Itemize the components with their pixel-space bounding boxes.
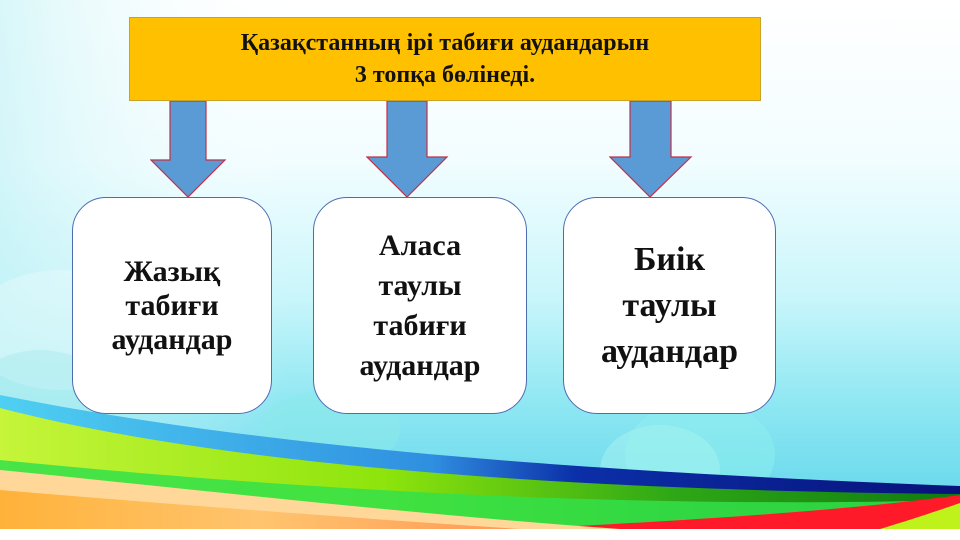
category-box-plain: Жазық табиғи аудандар: [72, 197, 272, 414]
box-line: таулы: [622, 286, 717, 324]
title-banner: Қазақстанның ірі табиғи аудандарын 3 топ…: [129, 17, 761, 101]
box-line: аудандар: [600, 332, 739, 370]
box-line: Аласа: [378, 228, 462, 262]
title-line-1: Қазақстанның ірі табиғи аудандарын: [240, 30, 650, 56]
box-line: аудандар: [359, 348, 481, 382]
down-arrow-icon: [366, 101, 449, 198]
category-box-low-mountain: Аласа таулы табиғи аудандар: [313, 197, 527, 414]
box-line: Жазық: [123, 254, 221, 288]
box-line: табиғи: [373, 308, 467, 342]
down-arrow-icon: [150, 101, 227, 198]
box-line: аудандар: [111, 322, 233, 356]
box-line: Биік: [633, 240, 706, 278]
box-line: табиғи: [125, 288, 219, 322]
box-line: таулы: [378, 268, 462, 302]
title-line-2: 3 топқа бөлінеді.: [354, 62, 536, 88]
down-arrow-icon: [609, 101, 693, 198]
category-box-high-mountain: Биік таулы аудандар: [563, 197, 776, 414]
